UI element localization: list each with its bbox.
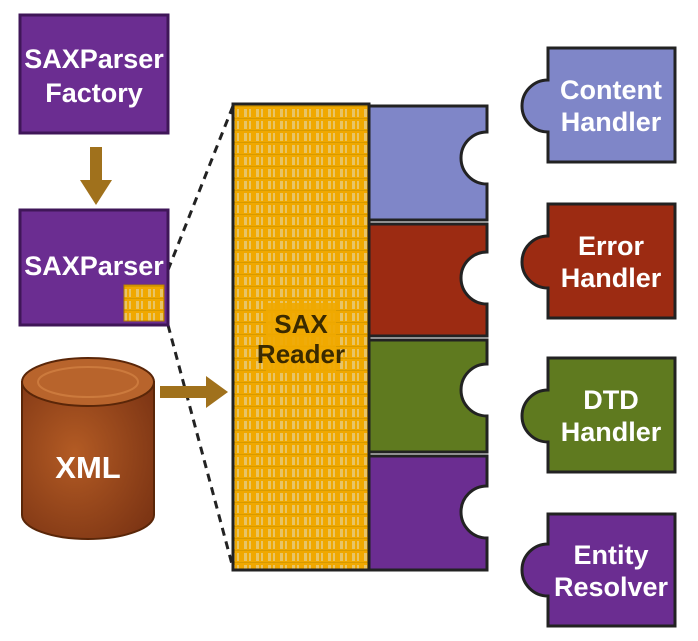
- reader-socket-dtd: [367, 338, 489, 454]
- entity-resolver-plug: Entity Resolver: [520, 512, 677, 628]
- arrow-factory-to-parser: [80, 147, 112, 205]
- factory-label-line2: Factory: [45, 78, 143, 108]
- error-handler-plug: Error Handler: [520, 202, 677, 320]
- content-handler-label-line1: Content: [560, 75, 662, 105]
- reader-label-line1: SAX: [274, 309, 328, 339]
- arrow-xml-to-reader: [160, 376, 228, 408]
- dtd-handler-label-line2: Handler: [561, 417, 662, 447]
- sax-reader-panel: SAX Reader: [231, 102, 371, 572]
- error-handler-label-line1: Error: [578, 231, 645, 261]
- factory-label-line1: SAXParser: [24, 44, 164, 74]
- dashed-connector-bottom: [166, 324, 235, 569]
- reader-socket-content: [367, 104, 489, 222]
- parser-label: SAXParser: [24, 251, 164, 281]
- reader-socket-error: [367, 222, 489, 338]
- dtd-handler-plug: DTD Handler: [520, 356, 677, 474]
- mini-reader-icon: [123, 284, 165, 322]
- sax-parser-box: SAXParser: [18, 208, 170, 327]
- content-handler-plug: Content Handler: [520, 46, 677, 164]
- sax-parser-factory-box: SAXParser Factory: [18, 13, 170, 135]
- content-handler-label-line2: Handler: [561, 107, 662, 137]
- entity-resolver-label-line1: Entity: [573, 540, 648, 570]
- entity-resolver-label-line2: Resolver: [554, 572, 669, 602]
- dashed-connector-top: [166, 105, 235, 271]
- dtd-handler-label-line1: DTD: [583, 385, 639, 415]
- reader-socket-entity: [367, 454, 489, 572]
- reader-label-line2: Reader: [257, 339, 345, 369]
- xml-label: XML: [55, 450, 120, 485]
- error-handler-label-line2: Handler: [561, 263, 662, 293]
- xml-document-cylinder: XML: [21, 357, 155, 540]
